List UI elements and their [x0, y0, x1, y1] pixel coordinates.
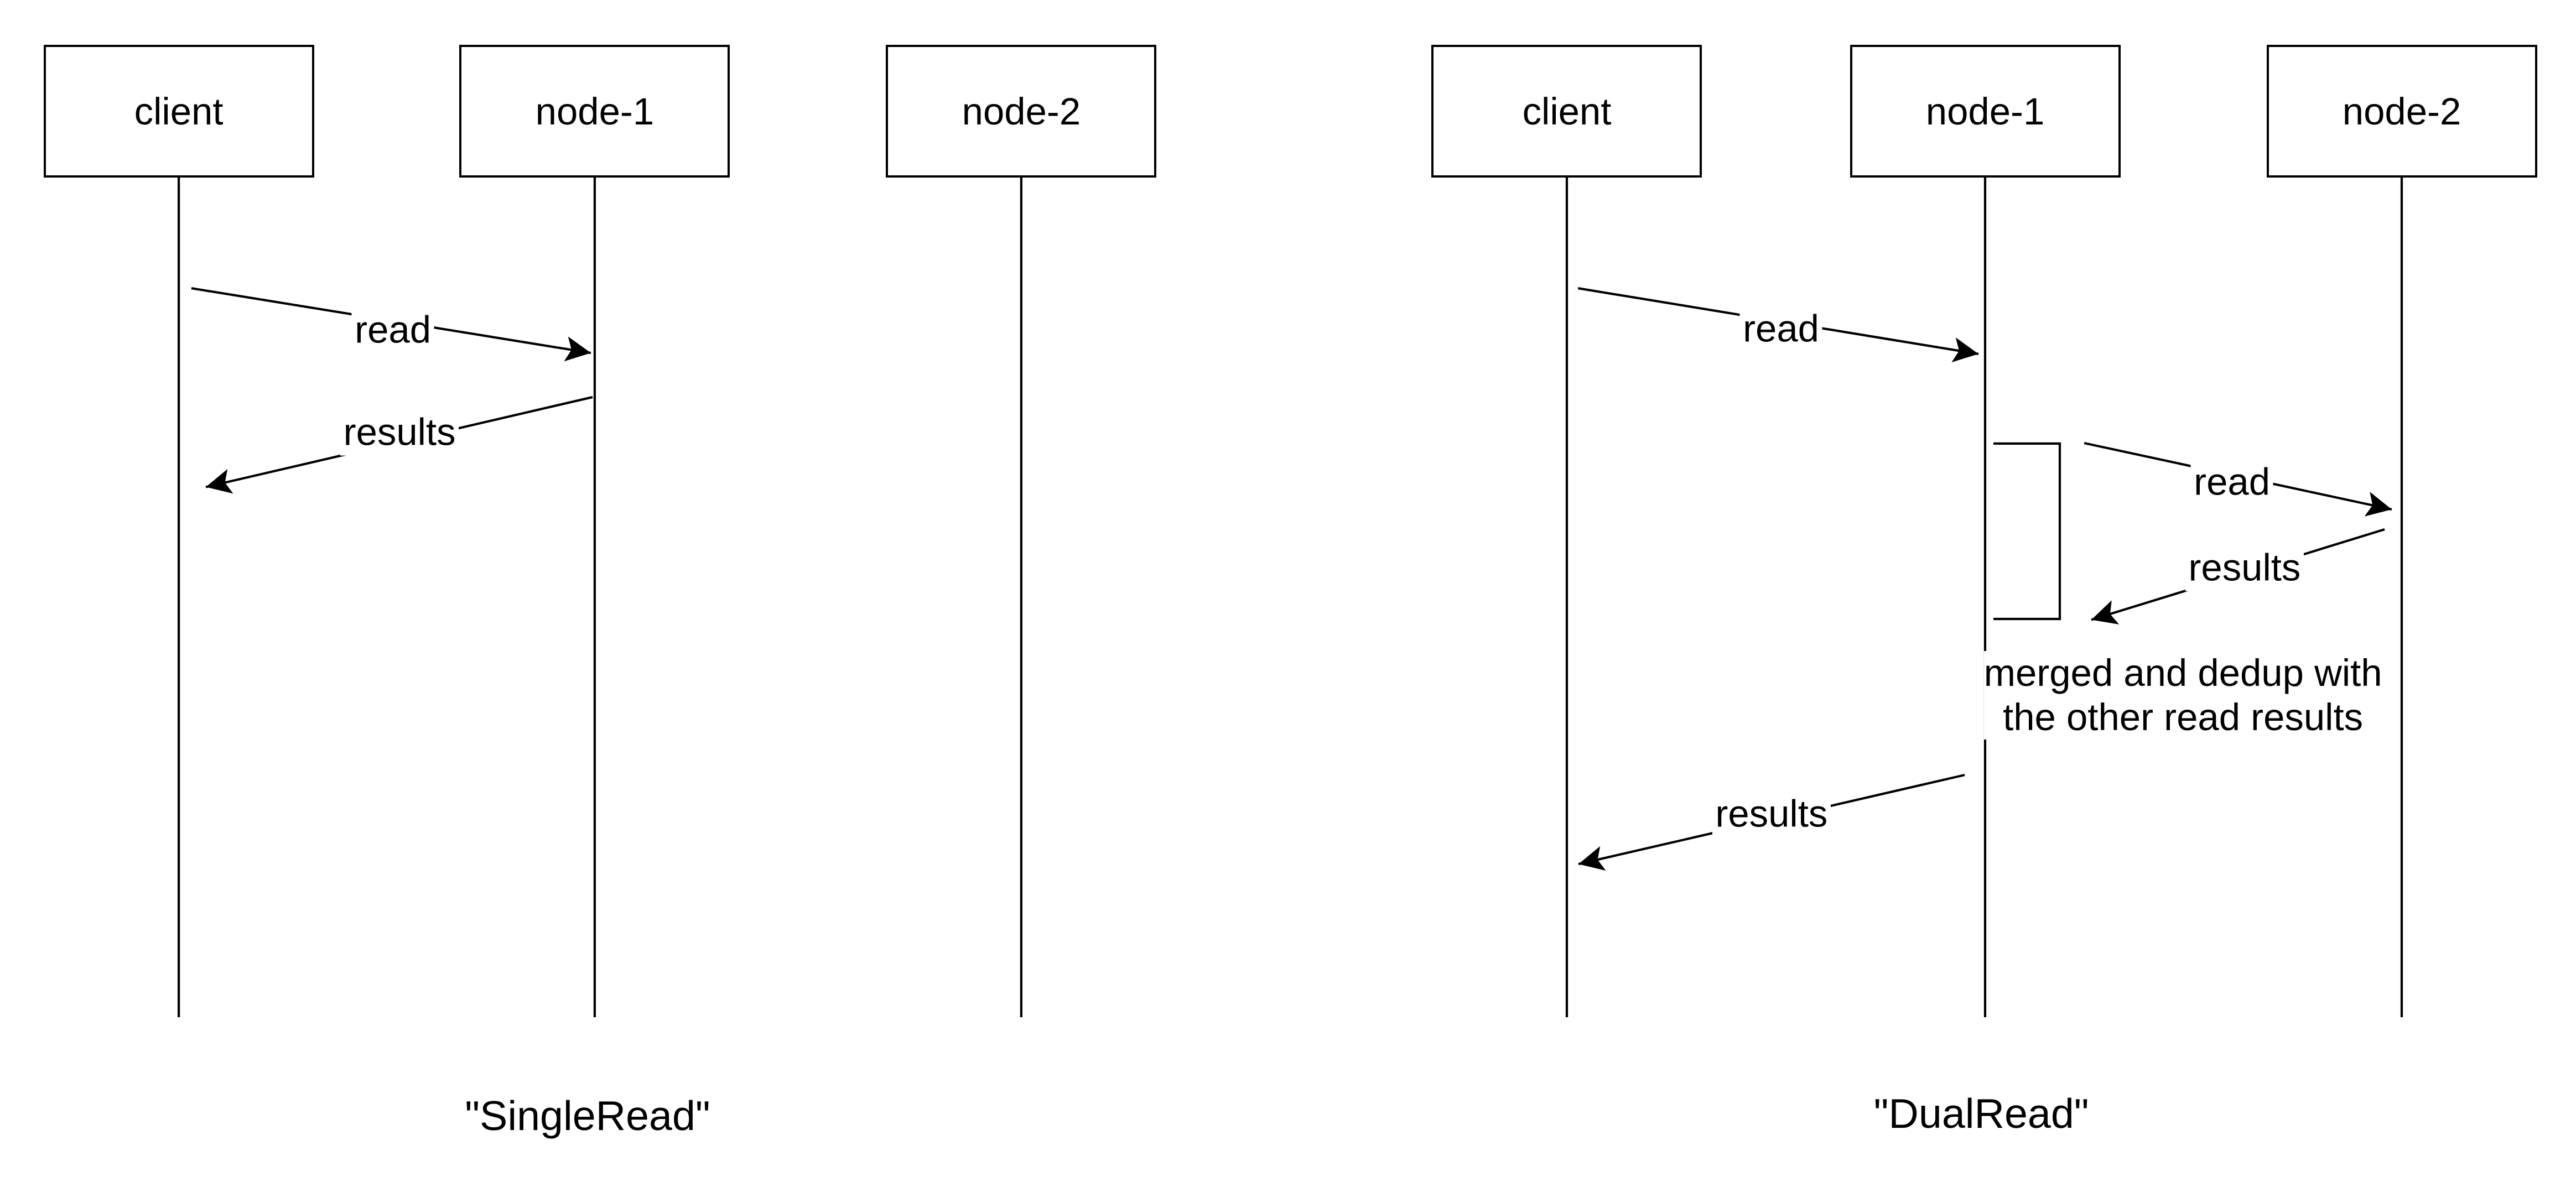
note-merged-dedup: merged and dedup with the other read res…	[1983, 650, 2382, 740]
actor-box-dualread-node1: node-1	[1850, 45, 2121, 178]
actor-label: client	[134, 90, 224, 133]
activation-bracket-node1	[1993, 442, 2061, 621]
actor-box-dualread-node2: node-2	[2266, 45, 2537, 178]
message-label-dualread-results-node2-node1: results	[2185, 545, 2304, 591]
message-label-singleread-read: read	[351, 307, 434, 353]
message-label-singleread-results: results	[340, 409, 459, 456]
message-label-dualread-read-client-node1: read	[1739, 306, 1822, 352]
note-line-2: the other read results	[2003, 695, 2364, 738]
actor-label: node-1	[1925, 90, 2045, 133]
actor-box-singleread-node1: node-1	[459, 45, 730, 178]
message-label-dualread-read-node1-node2: read	[2190, 459, 2273, 506]
actor-label: node-2	[962, 90, 1081, 133]
actor-label: node-1	[535, 90, 655, 133]
actor-label: node-2	[2342, 90, 2461, 133]
caption-dualread: "DualRead"	[1873, 1090, 2089, 1137]
message-label-dualread-results-node1-client: results	[1712, 791, 1831, 837]
note-line-1: merged and dedup with	[1983, 651, 2382, 694]
caption-singleread: "SingleRead"	[465, 1092, 710, 1139]
actor-box-dualread-client: client	[1431, 45, 1702, 178]
actor-box-singleread-client: client	[43, 45, 314, 178]
actor-label: client	[1522, 90, 1612, 133]
actor-box-singleread-node2: node-2	[886, 45, 1157, 178]
